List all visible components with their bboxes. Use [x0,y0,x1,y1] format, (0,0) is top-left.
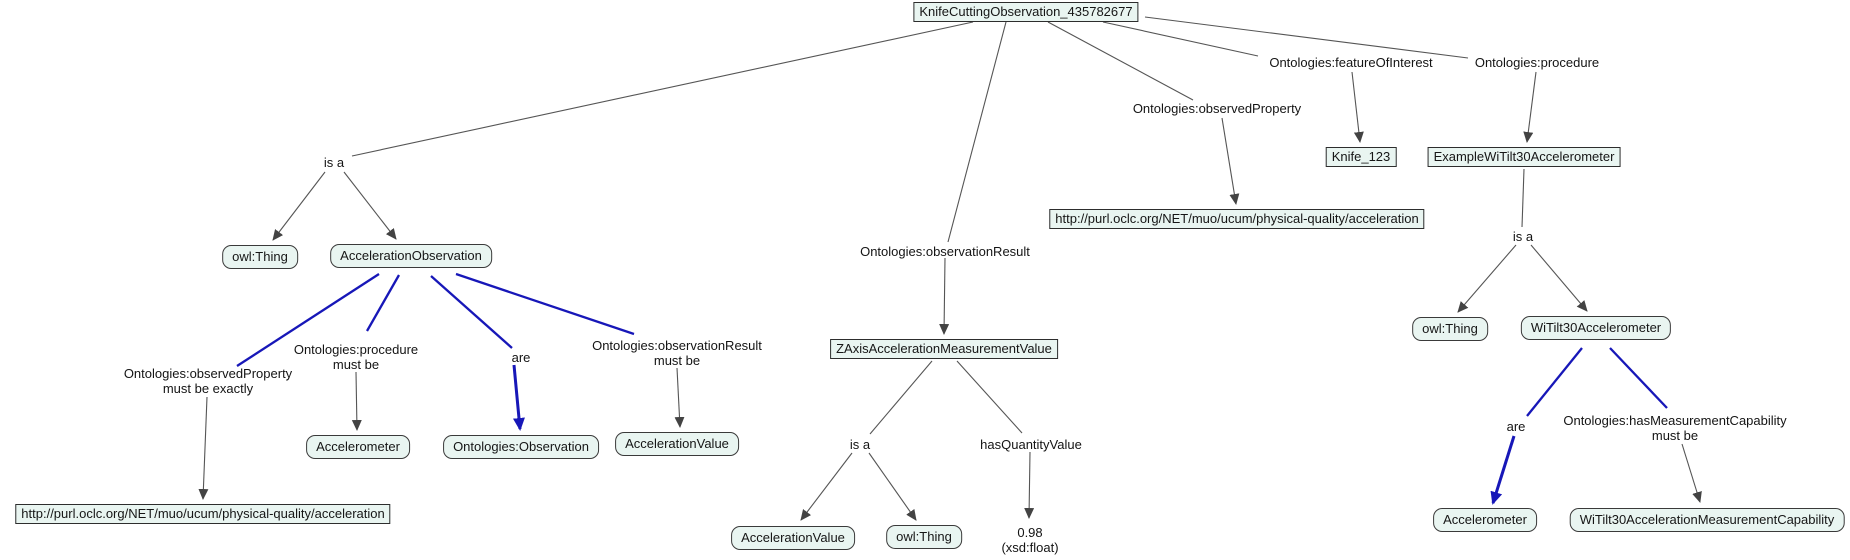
node-url-mid[interactable]: http://purl.oclc.org/NET/muo/ucum/physic… [1049,209,1425,229]
literal-value: 0.98 [1017,525,1043,540]
edge-label-are-left: are [511,350,531,365]
edge-isa-left-acceleration-observation [343,171,397,240]
node-acceleration-observation[interactable]: AccelerationObservation [330,244,492,268]
edge-label-procedure: Ontologies:procedure [1474,55,1600,70]
edge-label-observation-result: Ontologies:observationResult [860,244,1030,259]
edge-has-quantity-value-literal [1024,451,1035,519]
edge-zaxis-has-quantity-value [956,360,1023,434]
node-ontologies-observation[interactable]: Ontologies:Observation [443,435,599,459]
edge-root-procedure [1144,16,1469,59]
edge-label-has-quantity-value: hasQuantityValue [980,437,1082,452]
edge-root-observed-property [1047,21,1194,101]
node-owl-thing-left[interactable]: owl:Thing [222,245,298,269]
node-witilt30-accelerometer[interactable]: WiTilt30Accelerometer [1520,316,1672,340]
edge-has-measurement-capability-restriction-capability [1681,443,1702,503]
node-example-witilt30-accelerometer[interactable]: ExampleWiTilt30Accelerometer [1427,147,1621,167]
edge-root-isa [351,21,974,157]
node-url-left[interactable]: http://purl.oclc.org/NET/muo/ucum/physic… [15,504,391,524]
node-owl-thing-right[interactable]: owl:Thing [1412,317,1488,341]
edge-label-are-right: are [1506,419,1526,434]
edge-root-observation-result [947,21,1007,243]
edge-procedure-restriction-accelerometer [351,371,362,431]
edge-observation-result-zaxis [939,257,950,335]
edge-are-left-ontologies-observation [512,364,525,431]
edge-label-procedure-restriction: Ontologies:procedure must be [293,342,419,372]
edge-accobs-observed-property-restriction [236,273,380,367]
node-acceleration-value-mid[interactable]: AccelerationValue [731,526,855,550]
literal-datatype: (xsd:float) [1001,540,1059,555]
edge-label-feature-of-interest: Ontologies:featureOfInterest [1269,55,1433,70]
node-zaxis-acceleration-measurement-value[interactable]: ZAxisAccelerationMeasurementValue [830,339,1058,359]
edge-label-is-a-right: is a [1512,229,1534,244]
edge-label-is-a-left: is a [323,155,345,170]
node-witilt30-acceleration-measurement-capability[interactable]: WiTilt30AccelerationMeasurementCapabilit… [1569,508,1845,532]
edge-observation-result-restriction-acceleration-value [674,367,685,428]
edge-example-witilt-isa [1521,168,1525,228]
edge-label-is-a-mid: is a [849,437,871,452]
edge-accobs-are [430,275,513,349]
node-owl-thing-mid[interactable]: owl:Thing [886,525,962,549]
node-accelerometer-left[interactable]: Accelerometer [306,435,410,459]
edge-isa-mid-owl-thing [868,452,917,521]
edge-root-feature-of-interest [1102,21,1259,57]
edge-label-observation-result-restriction: Ontologies:observationResult must be [592,338,762,368]
edge-accobs-observation-result-restriction [455,272,635,336]
edge-isa-right-owl-thing [1457,244,1517,313]
edge-witilt30-are [1526,347,1583,417]
edge-witilt30-has-measurement-capability [1609,347,1668,409]
edge-label-has-measurement-capability-restriction: Ontologies:hasMeasurementCapability must… [1563,413,1787,443]
node-knife-cutting-observation[interactable]: KnifeCuttingObservation_435782677 [913,2,1139,22]
edge-observed-property-url [1221,117,1240,205]
edge-are-right-accelerometer [1490,435,1516,505]
edge-isa-left-owl-thing [272,171,326,241]
edge-label-observed-property: Ontologies:observedProperty [1132,101,1302,116]
edge-procedure-example-witilt [1523,71,1537,143]
edge-feature-of-interest-knife123 [1351,71,1364,143]
edge-label-observed-property-restriction: Ontologies:observedProperty must be exac… [123,366,293,396]
edge-isa-right-witilt30 [1530,244,1588,312]
edge-zaxis-isa [869,360,933,435]
edge-observed-property-restriction-url [198,396,209,500]
literal-quantity-value: 0.98 (xsd:float) [1001,525,1058,555]
node-accelerometer-right[interactable]: Accelerometer [1433,508,1537,532]
node-knife-123[interactable]: Knife_123 [1325,147,1397,167]
edge-isa-mid-acceleration-value [800,452,853,521]
node-acceleration-value-restriction[interactable]: AccelerationValue [615,432,739,456]
edge-accobs-procedure-restriction [366,274,400,332]
